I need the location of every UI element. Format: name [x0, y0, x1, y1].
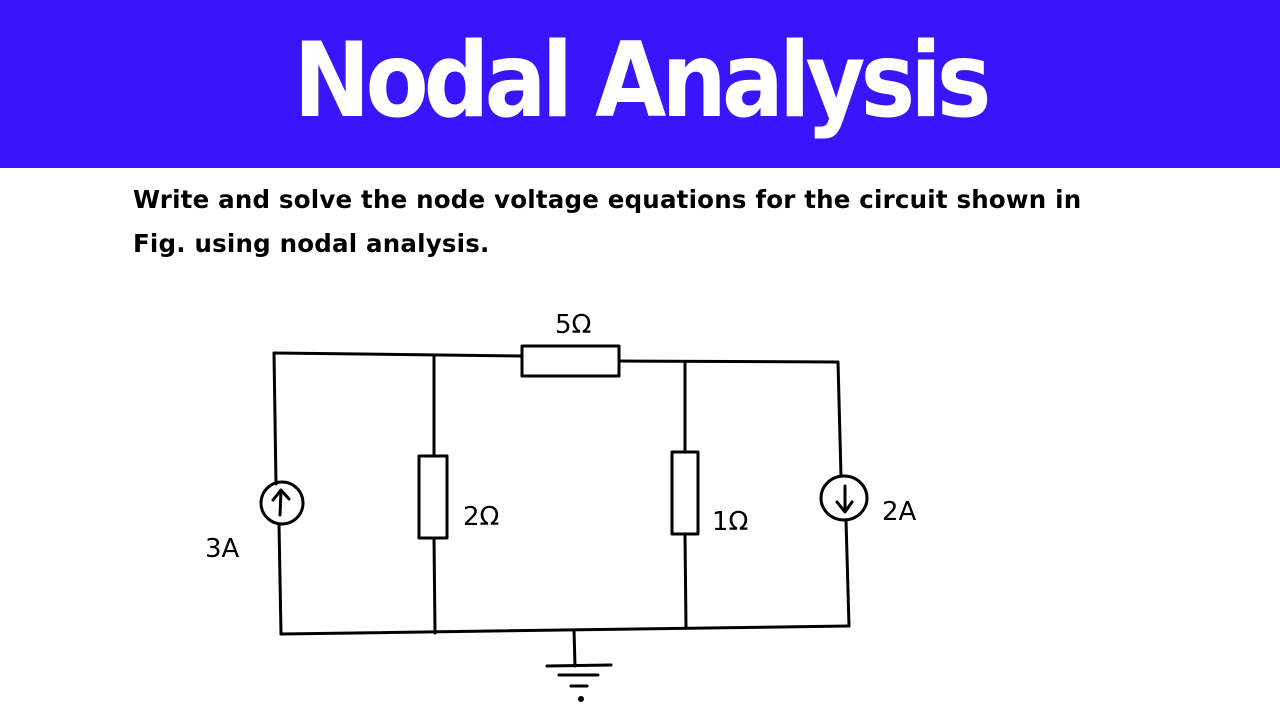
- bottom-wire: [279, 624, 851, 636]
- top-wire-left: [272, 351, 524, 358]
- title-banner: Nodal Analysis: [0, 0, 1280, 168]
- ground-symbol: [545, 628, 613, 702]
- top-wire-right: [617, 359, 840, 364]
- problem-statement: Write and solve the node voltage equatio…: [133, 178, 1123, 266]
- problem-line-2: Fig. using nodal analysis.: [133, 229, 490, 258]
- resistor-2-ohm: [417, 355, 449, 635]
- resistor-5-ohm: [520, 344, 621, 378]
- source-left-label: 3A: [205, 534, 240, 564]
- problem-line-1: Write and solve the node voltage equatio…: [133, 185, 1082, 214]
- resistor-left-label: 2Ω: [463, 502, 499, 532]
- resistor-1-ohm: [670, 360, 700, 630]
- resistor-right-label: 1Ω: [712, 507, 748, 537]
- source-right-label: 2A: [882, 497, 917, 527]
- current-source-3a: [259, 351, 305, 636]
- current-source-2a: [819, 360, 869, 628]
- page-title: Nodal Analysis: [293, 20, 991, 140]
- resistor-top-label: 5Ω: [555, 310, 591, 340]
